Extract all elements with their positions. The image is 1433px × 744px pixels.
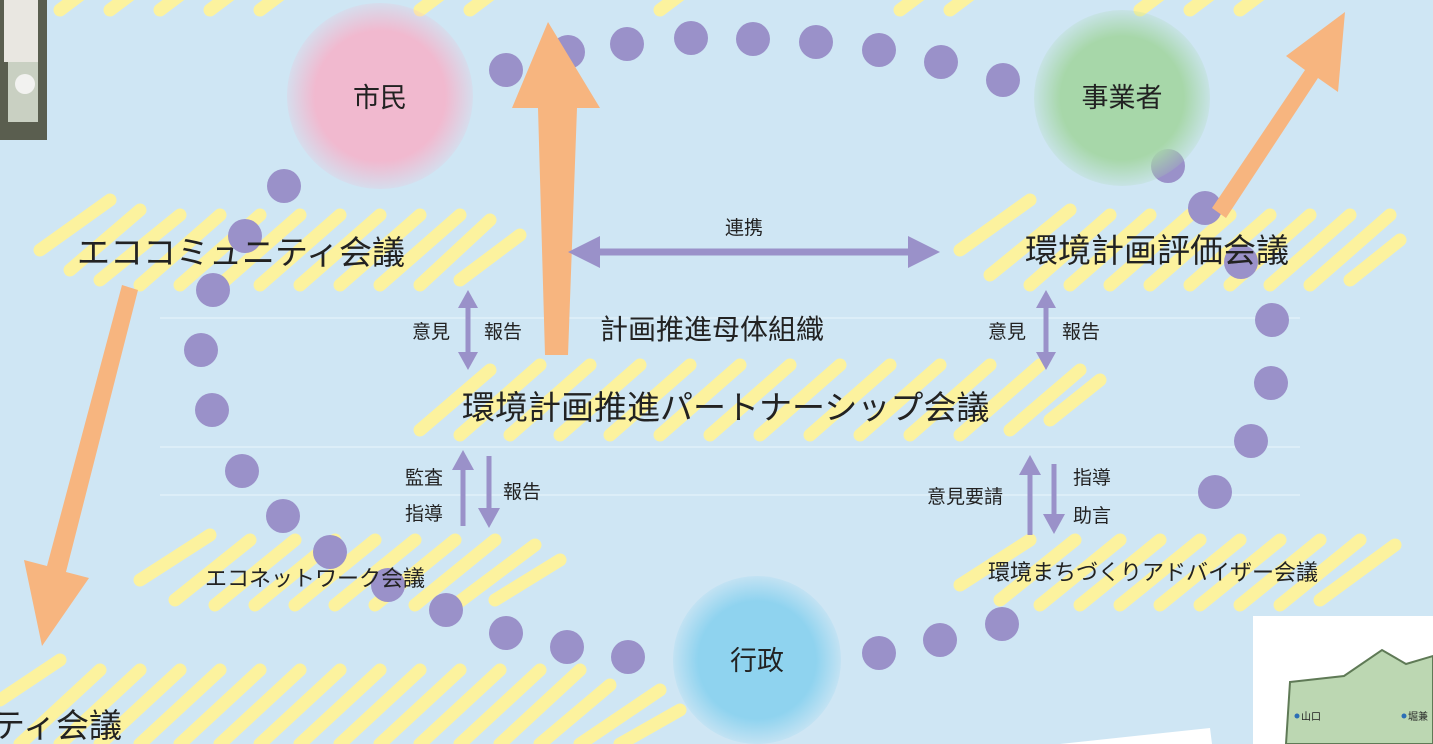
citizen-node: 市民 xyxy=(287,3,473,189)
loop-dot xyxy=(799,25,833,59)
right-report-label: 報告 xyxy=(1062,321,1100,343)
government-node: 行政 xyxy=(673,576,841,744)
loop-dot xyxy=(924,45,958,79)
orange-arrows xyxy=(24,12,1345,646)
left-opinion-label: 意見 xyxy=(412,321,450,343)
connection-arrows xyxy=(452,236,1065,535)
loop-dot xyxy=(266,499,300,533)
loop-dot xyxy=(489,616,523,650)
business-label: 事業者 xyxy=(1082,83,1163,114)
government-label: 行政 xyxy=(730,646,784,677)
loop-dot xyxy=(1255,303,1289,337)
center-org-label: 計画推進母体組織 xyxy=(600,313,824,346)
loop-dot xyxy=(1234,424,1268,458)
bottom-left-report-label: 報告 xyxy=(503,481,541,503)
loop-dot xyxy=(550,630,584,664)
loop-dot xyxy=(862,636,896,670)
photo-thumbnail xyxy=(0,0,47,140)
right-opinion-label: 意見 xyxy=(988,321,1026,343)
loop-dot xyxy=(610,27,644,61)
loop-dot xyxy=(923,623,957,657)
loop-dot xyxy=(1198,475,1232,509)
loop-dot xyxy=(986,63,1020,97)
loop-dot xyxy=(985,607,1019,641)
loop-dot xyxy=(736,22,770,56)
loop-dot xyxy=(1254,366,1288,400)
eco-community-council-cut: ティ会議 xyxy=(0,706,122,744)
evaluation-council: 環境計画評価会議 xyxy=(1025,231,1289,270)
eco-community-council: エココミュニティ会議 xyxy=(77,233,405,272)
citizen-label: 市民 xyxy=(353,83,407,114)
map-label-sakai: 堀兼 xyxy=(1408,710,1428,723)
up-right-arrow xyxy=(1212,12,1345,218)
loop-dot xyxy=(184,333,218,367)
loop-dot xyxy=(1224,245,1258,279)
dotted-loop xyxy=(184,21,1289,674)
up-arrow-center xyxy=(512,22,600,355)
down-left-arrow xyxy=(24,285,138,646)
photo-fragment-bottom xyxy=(1060,728,1212,744)
loop-dot xyxy=(1188,191,1222,225)
partnership-council: 環境計画推進パートナーシップ会議 xyxy=(462,388,989,427)
loop-dot xyxy=(674,21,708,55)
loop-dot xyxy=(228,219,262,253)
loop-dot xyxy=(313,535,347,569)
loop-dot xyxy=(611,640,645,674)
advice-guidance-label: 指導 xyxy=(1073,467,1111,489)
guidance-label: 指導 xyxy=(405,503,443,525)
eco-network-council: エコネットワーク会議 xyxy=(205,567,425,592)
map-label-yamaguchi: 山口 xyxy=(1301,711,1321,723)
opinion-request-label: 意見要請 xyxy=(927,486,1003,508)
cooperation-label: 連携 xyxy=(725,217,763,239)
audit-label: 監査 xyxy=(405,467,443,489)
loop-dot xyxy=(225,454,259,488)
background-lines xyxy=(160,317,1300,496)
loop-dot xyxy=(267,169,301,203)
advice-label: 助言 xyxy=(1073,505,1111,527)
loop-dot xyxy=(195,393,229,427)
loop-dot xyxy=(862,33,896,67)
loop-dot xyxy=(196,273,230,307)
left-report-label: 報告 xyxy=(484,321,522,343)
loop-dot xyxy=(429,593,463,627)
advisor-council: 環境まちづくりアドバイザー会議 xyxy=(988,561,1318,586)
loop-dot xyxy=(489,53,523,87)
map-thumbnail: 山口 堀兼 xyxy=(1253,616,1433,744)
loop-dot xyxy=(371,568,405,602)
business-node: 事業者 xyxy=(1034,10,1210,186)
